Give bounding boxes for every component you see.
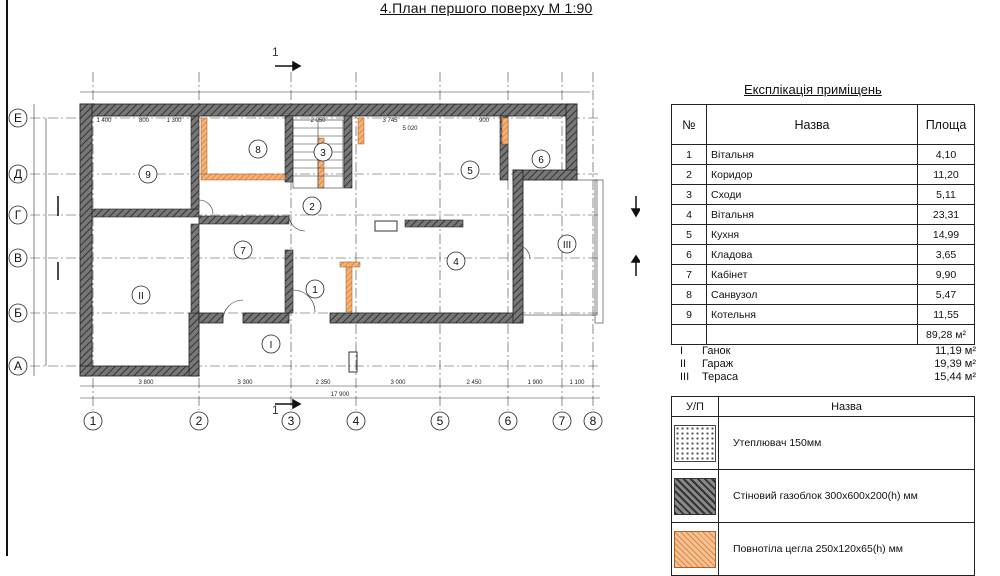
section-mark-label: 1: [272, 403, 279, 417]
legend-label: Повнотіла цегла 250х120х65(h) мм: [718, 522, 975, 576]
dim-text: 3 800: [138, 380, 154, 386]
drawing-title: 4.План першого поверху М 1:90: [380, 0, 593, 16]
axis-letter-label: А: [14, 359, 22, 373]
dim-text: 2 450: [466, 380, 482, 386]
axis-number-label: 1: [90, 414, 97, 428]
dimension-lines: [33, 91, 600, 399]
room-number: 3: [320, 148, 326, 159]
floor-plan: 1 1 2 3 1 2 3 4 5 6 7 8 Е Д Г В Б А 1 2 …: [8, 45, 640, 431]
axis-number-label: 7: [559, 414, 566, 428]
explication-title: Експлікація приміщень: [744, 82, 882, 97]
doors: [198, 199, 531, 321]
axis-number-label: 3: [288, 414, 295, 428]
room-roman: III: [563, 240, 571, 251]
col-header-area: Площа: [917, 104, 975, 145]
hatch-dark-icon: [674, 477, 716, 515]
terrace: [522, 179, 604, 324]
axis-number-label: 4: [353, 414, 360, 428]
dim-text: 1 100: [569, 380, 585, 386]
axis-number-label: 8: [590, 414, 597, 428]
dim-text: 1 400: [96, 118, 112, 124]
section-mark-label: 1: [272, 45, 279, 59]
col-header-number: №: [671, 104, 707, 145]
axis-letter-label: Б: [14, 306, 22, 320]
dim-text: 3 300: [237, 380, 253, 386]
dim-text: 17 900: [331, 392, 350, 398]
dim-text: 3 745: [382, 118, 398, 124]
axis-letter-label: Г: [15, 208, 22, 222]
interior-walls: [91, 115, 509, 314]
legend-label: Стіновий газоблок 300х600х200(h) мм: [718, 469, 975, 523]
sheet-frame-line: [6, 0, 8, 556]
axis-letter-label: Д: [14, 167, 22, 181]
staircase: [292, 119, 344, 189]
legend-header-symbol: У/П: [671, 396, 719, 417]
dim-text: 1 300: [166, 118, 182, 124]
room-number: 4: [453, 257, 459, 268]
axis-letter-label: В: [14, 251, 22, 265]
dim-text: 2 350: [315, 380, 331, 386]
hatch-orange-icon: [674, 530, 716, 568]
axis-number-label: 5: [437, 414, 444, 428]
room-number: 1: [312, 285, 318, 296]
legend-label: Утеплювач 150мм: [718, 416, 975, 470]
dim-text: 800: [139, 118, 150, 124]
axis-letter-label: Е: [14, 111, 22, 125]
axis-bubbles: [8, 108, 603, 431]
room-number: 9: [145, 170, 151, 181]
room-bubbles: [131, 139, 577, 354]
section-marks: [57, 60, 640, 410]
legend-table: У/П Назва Утеплювач 150мм Стіновий газоб…: [671, 396, 975, 576]
room-number: 8: [255, 145, 261, 156]
dim-text: 2 050: [310, 118, 326, 124]
sink-icon: [374, 220, 398, 232]
axis-number-label: 6: [505, 414, 512, 428]
dim-text: 5 020: [402, 126, 418, 132]
col-header-name: Назва: [706, 104, 918, 145]
dim-text: 3 000: [390, 380, 406, 386]
dim-text: 900: [479, 118, 490, 124]
total-area: 89,28 м²: [917, 324, 975, 345]
porch-step: [348, 351, 358, 373]
dots-icon: [674, 424, 716, 462]
room-number: 7: [240, 246, 246, 257]
room-roman: I: [270, 340, 273, 351]
room-roman: II: [138, 291, 144, 302]
room-number: 2: [309, 202, 315, 213]
room-number: 5: [467, 166, 473, 177]
total-row: 89,28 м²: [671, 324, 975, 345]
legend-row: Стіновий газоблок 300х600х200(h) мм: [671, 469, 975, 523]
legend-row: Утеплювач 150мм: [671, 416, 975, 470]
legend-header-name: Назва: [718, 396, 975, 417]
legend-row: Повнотіла цегла 250х120х65(h) мм: [671, 522, 975, 576]
dim-text: 1 900: [527, 380, 543, 386]
room-number: 6: [538, 155, 544, 166]
axis-number-label: 2: [196, 414, 203, 428]
exterior-walls: [79, 103, 578, 377]
